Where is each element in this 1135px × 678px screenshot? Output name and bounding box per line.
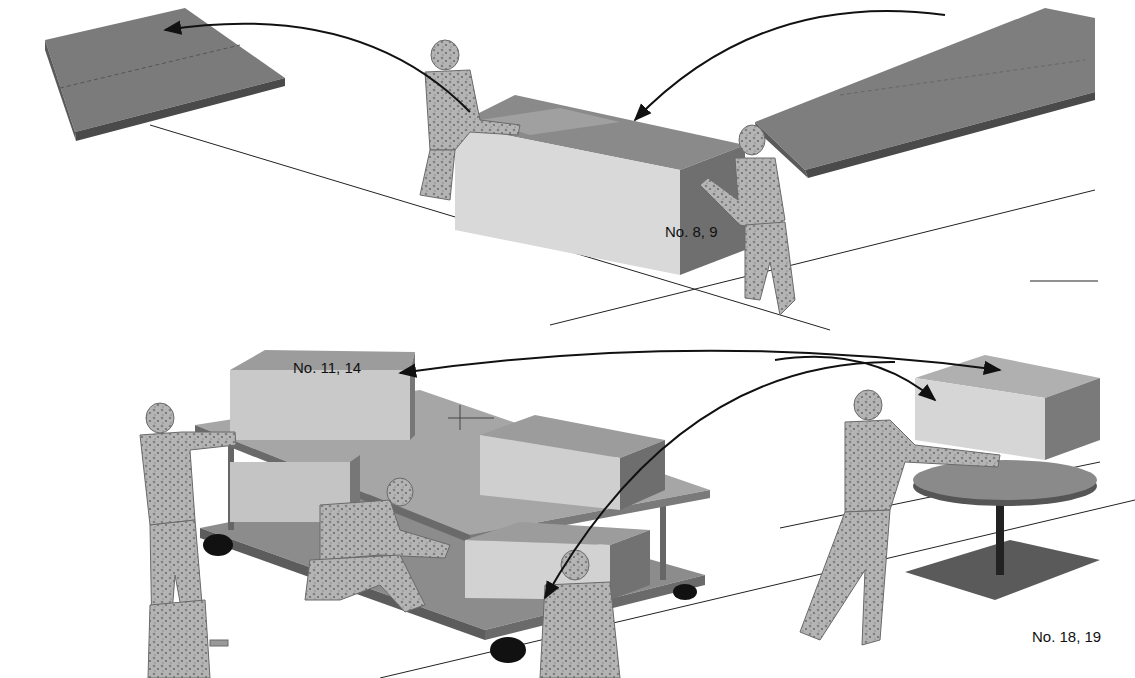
worker-figure: [700, 125, 795, 315]
move-arrow: [165, 11, 1000, 598]
callout-number: No. 18, 19: [1032, 628, 1101, 646]
panel-right: [755, 8, 1095, 178]
worker-figure: [540, 550, 620, 678]
worker-figure: [800, 390, 1000, 645]
callout-number: No. 11, 14: [293, 359, 361, 377]
turntable: [905, 460, 1100, 600]
floor-lines: [150, 125, 1135, 678]
worker-figure: [305, 478, 450, 612]
worker-figure: [420, 40, 520, 200]
callout-number: No. 8, 9: [665, 223, 718, 241]
worker-figure: [148, 600, 228, 678]
cursor-cross: [448, 405, 494, 430]
cargo-box: [915, 355, 1100, 460]
panel-left: [45, 8, 285, 141]
cargo-box: [480, 415, 665, 510]
cargo-box: [230, 350, 415, 440]
